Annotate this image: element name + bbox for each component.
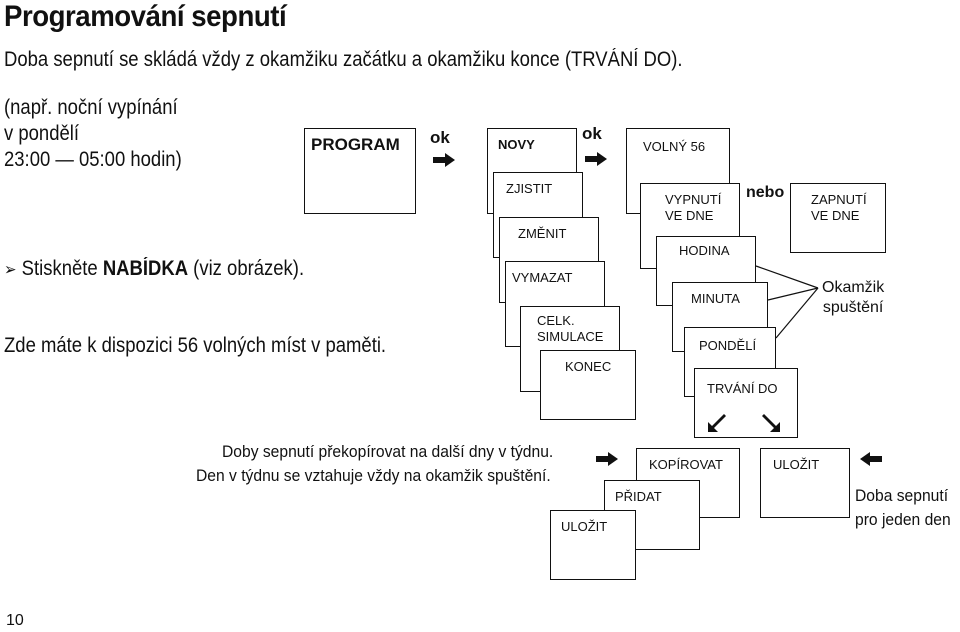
example-line-2: v pondělí — [4, 122, 80, 145]
arrow-right-icon — [585, 152, 607, 166]
arrow-right-icon — [596, 452, 618, 466]
program-box: PROGRAM — [304, 128, 416, 214]
memory-note: Zde máte k dispozici 56 volných míst v p… — [4, 334, 387, 357]
copy-box-ulozit-2: ULOŽIT — [760, 448, 850, 518]
copy-box-ulozit-1: ULOŽIT — [550, 510, 636, 580]
bullet-arrow-icon: ➢ — [4, 260, 17, 279]
copy-note-line-1: Doby sepnutí překopírovat na další dny v… — [222, 442, 554, 461]
arrow-down-right-icon — [762, 414, 780, 432]
menu-box-konec: KONEC — [540, 350, 636, 420]
single-day-label: Doba sepnutí pro jeden den — [855, 486, 951, 529]
program-label: PROGRAM — [311, 135, 400, 154]
menu-key-name: NABÍDKA — [102, 257, 189, 280]
nebo-label: nebo — [746, 184, 785, 201]
example-line-3: 23:00 — 05:00 hodin) — [4, 148, 182, 171]
page-title: Programování sepnutí — [4, 0, 287, 33]
menu-box-zapnuti: ZAPNUTÍ VE DNE — [790, 183, 886, 253]
okamzik-label: Okamžik spuštění — [822, 279, 885, 316]
ok-label-2: ok — [582, 124, 602, 143]
example-line-1: (např. noční vypínání — [4, 96, 178, 119]
arrow-left-icon — [860, 452, 882, 466]
copy-note-line-2: Den v týdnu se vztahuje vždy na okamžik … — [196, 466, 551, 485]
ok-label-1: ok — [430, 128, 450, 147]
intro-text: Doba sepnutí se skládá vždy z okamžiku z… — [4, 48, 683, 71]
arrow-down-left-icon — [708, 414, 726, 432]
arrow-right-icon — [433, 153, 455, 167]
step-instruction: ➢ Stiskněte NABÍDKA (viz obrázek). — [4, 257, 305, 280]
page-number: 10 — [6, 612, 24, 629]
